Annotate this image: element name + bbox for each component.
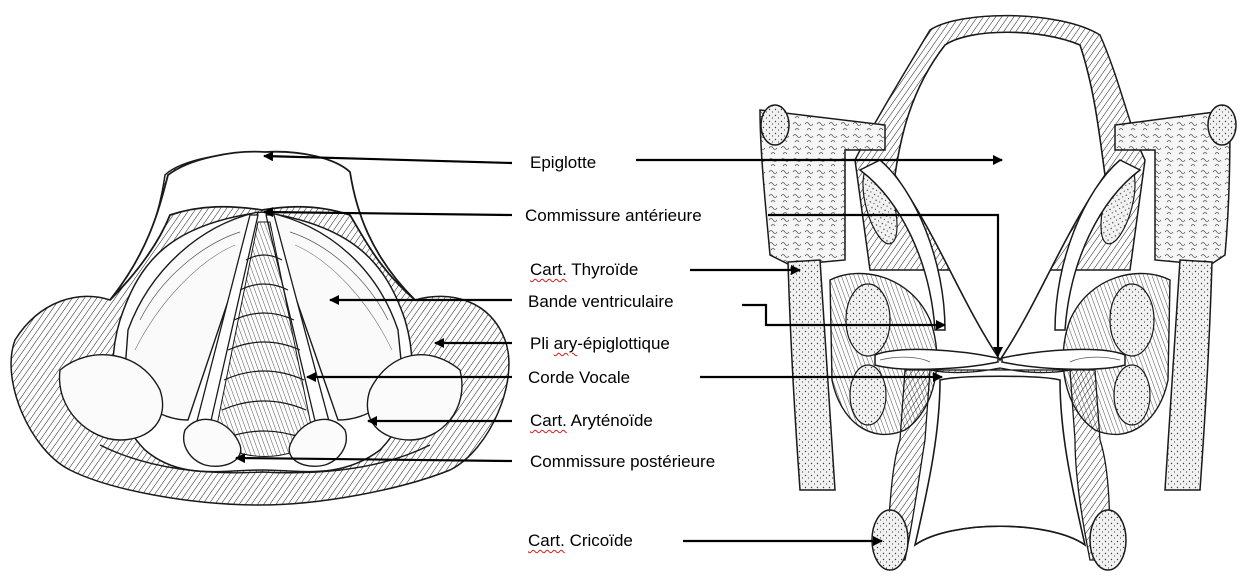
label-pli-prefix: Pli xyxy=(530,334,554,353)
label-commissure-posterieure: Commissure postérieure xyxy=(530,452,715,472)
arrow-commissure-posterieure xyxy=(236,458,512,461)
label-cart-thyroide: Cart. Thyroïde xyxy=(530,260,638,280)
label-cart-cricoide-prefix: Cart. xyxy=(528,531,565,550)
label-pli-rest: -épiglottique xyxy=(577,334,670,353)
label-pli-ary: ary xyxy=(554,334,578,353)
label-corde-vocale: Corde Vocale xyxy=(528,368,630,388)
label-cart-thyroide-rest: Thyroïde xyxy=(567,260,639,279)
label-epiglotte: Epiglotte xyxy=(530,153,596,173)
label-commissure-anterieure: Commissure antérieure xyxy=(525,206,702,226)
arrow-epiglotte-left xyxy=(264,156,512,163)
label-cart-arytenoide-rest: Aryténoïde xyxy=(567,411,653,430)
label-cart-arytenoide: Cart. Aryténoïde xyxy=(530,411,653,431)
arrow-commissure-anterieure-left xyxy=(264,212,512,215)
label-bande-ventriculaire: Bande ventriculaire xyxy=(528,292,674,312)
arrow-bande-ventriculaire-right xyxy=(742,305,945,325)
label-cart-cricoide-rest: Cricoïde xyxy=(565,531,633,550)
label-cart-cricoide: Cart. Cricoïde xyxy=(528,531,633,551)
arrow-commissure-anterieure-right xyxy=(768,215,998,356)
label-pli-ary-epiglottique: Pli ary-épiglottique xyxy=(530,334,670,354)
label-cart-thyroide-prefix: Cart. xyxy=(530,260,567,279)
label-cart-arytenoide-prefix: Cart. xyxy=(530,411,567,430)
